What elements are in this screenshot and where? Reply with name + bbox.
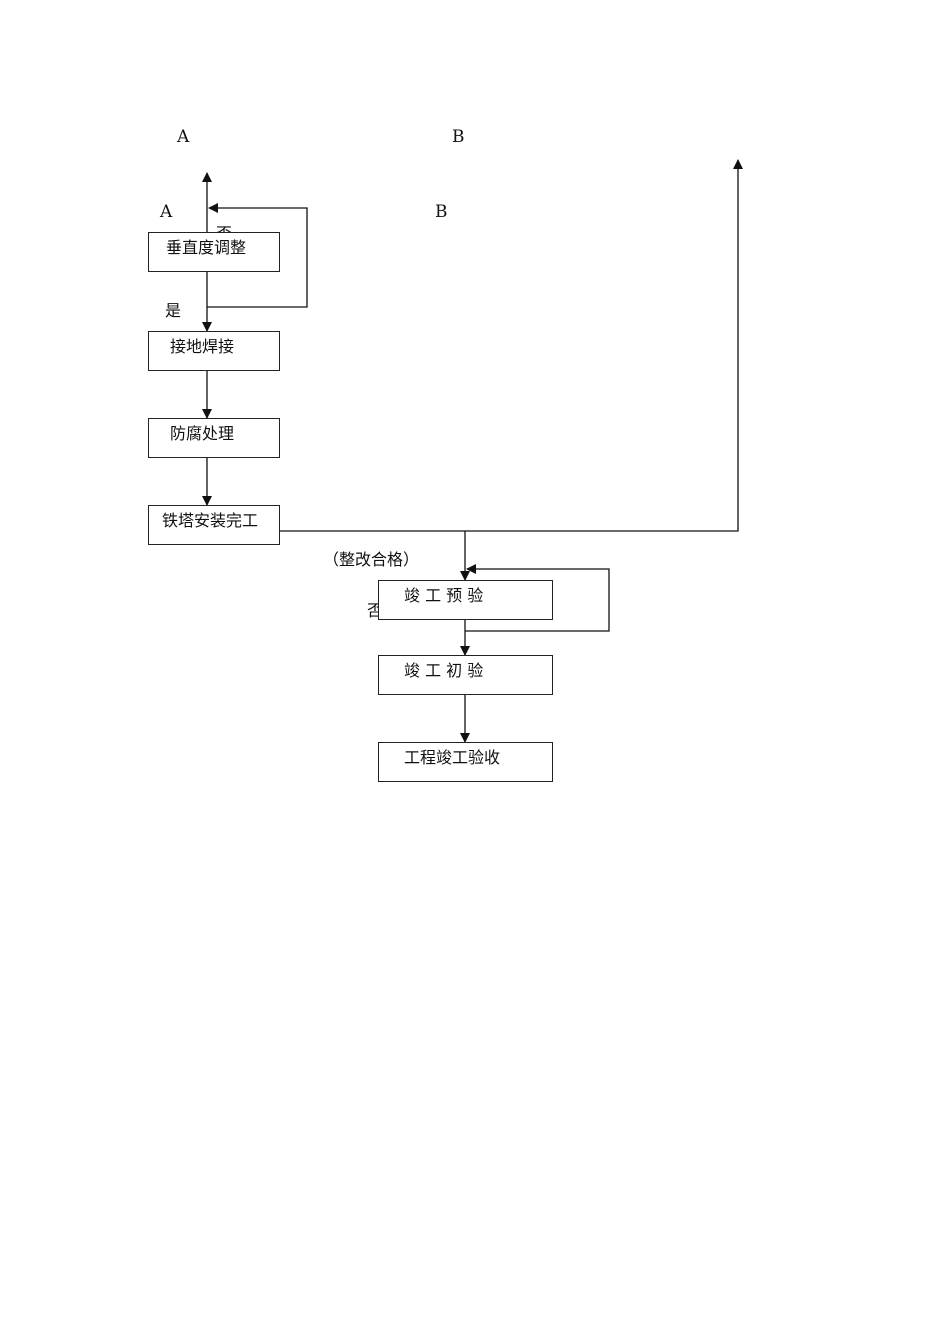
step-pre-inspection: 竣 工 预 验 xyxy=(378,580,553,620)
step-verticality-adjustment: 垂直度调整 xyxy=(148,232,280,272)
rectified-label: （整改合格） xyxy=(323,550,420,569)
connector-b-top: B xyxy=(452,127,465,147)
step-tower-complete: 铁塔安装完工 xyxy=(148,505,280,545)
yes-label: 是 xyxy=(165,301,182,320)
no-label-top-clip: 否 xyxy=(216,225,236,233)
step-tower-complete-label: 铁塔安装完工 xyxy=(162,511,259,530)
step-grounding-welding: 接地焊接 xyxy=(148,331,280,371)
step-verticality-label: 垂直度调整 xyxy=(166,238,247,257)
step-final-acceptance: 工程竣工验收 xyxy=(378,742,553,782)
step-initial-inspection: 竣 工 初 验 xyxy=(378,655,553,695)
line-to-b-connector xyxy=(280,159,743,532)
step-anticorrosion-label: 防腐处理 xyxy=(170,424,235,443)
connector-a-mid: A xyxy=(160,202,173,222)
loop-retry-verticality xyxy=(207,203,308,308)
step-pre-inspection-label: 竣 工 预 验 xyxy=(404,586,484,605)
step-grounding-label: 接地焊接 xyxy=(170,337,235,356)
connector-a-top: A xyxy=(177,127,190,147)
step-initial-inspection-label: 竣 工 初 验 xyxy=(404,661,484,680)
no-label-top: 否 xyxy=(216,225,232,233)
loop-rectify-pre-inspection xyxy=(465,564,610,632)
step-anticorrosion: 防腐处理 xyxy=(148,418,280,458)
step-final-acceptance-label: 工程竣工验收 xyxy=(404,748,501,767)
connector-b-mid: B xyxy=(435,202,448,222)
